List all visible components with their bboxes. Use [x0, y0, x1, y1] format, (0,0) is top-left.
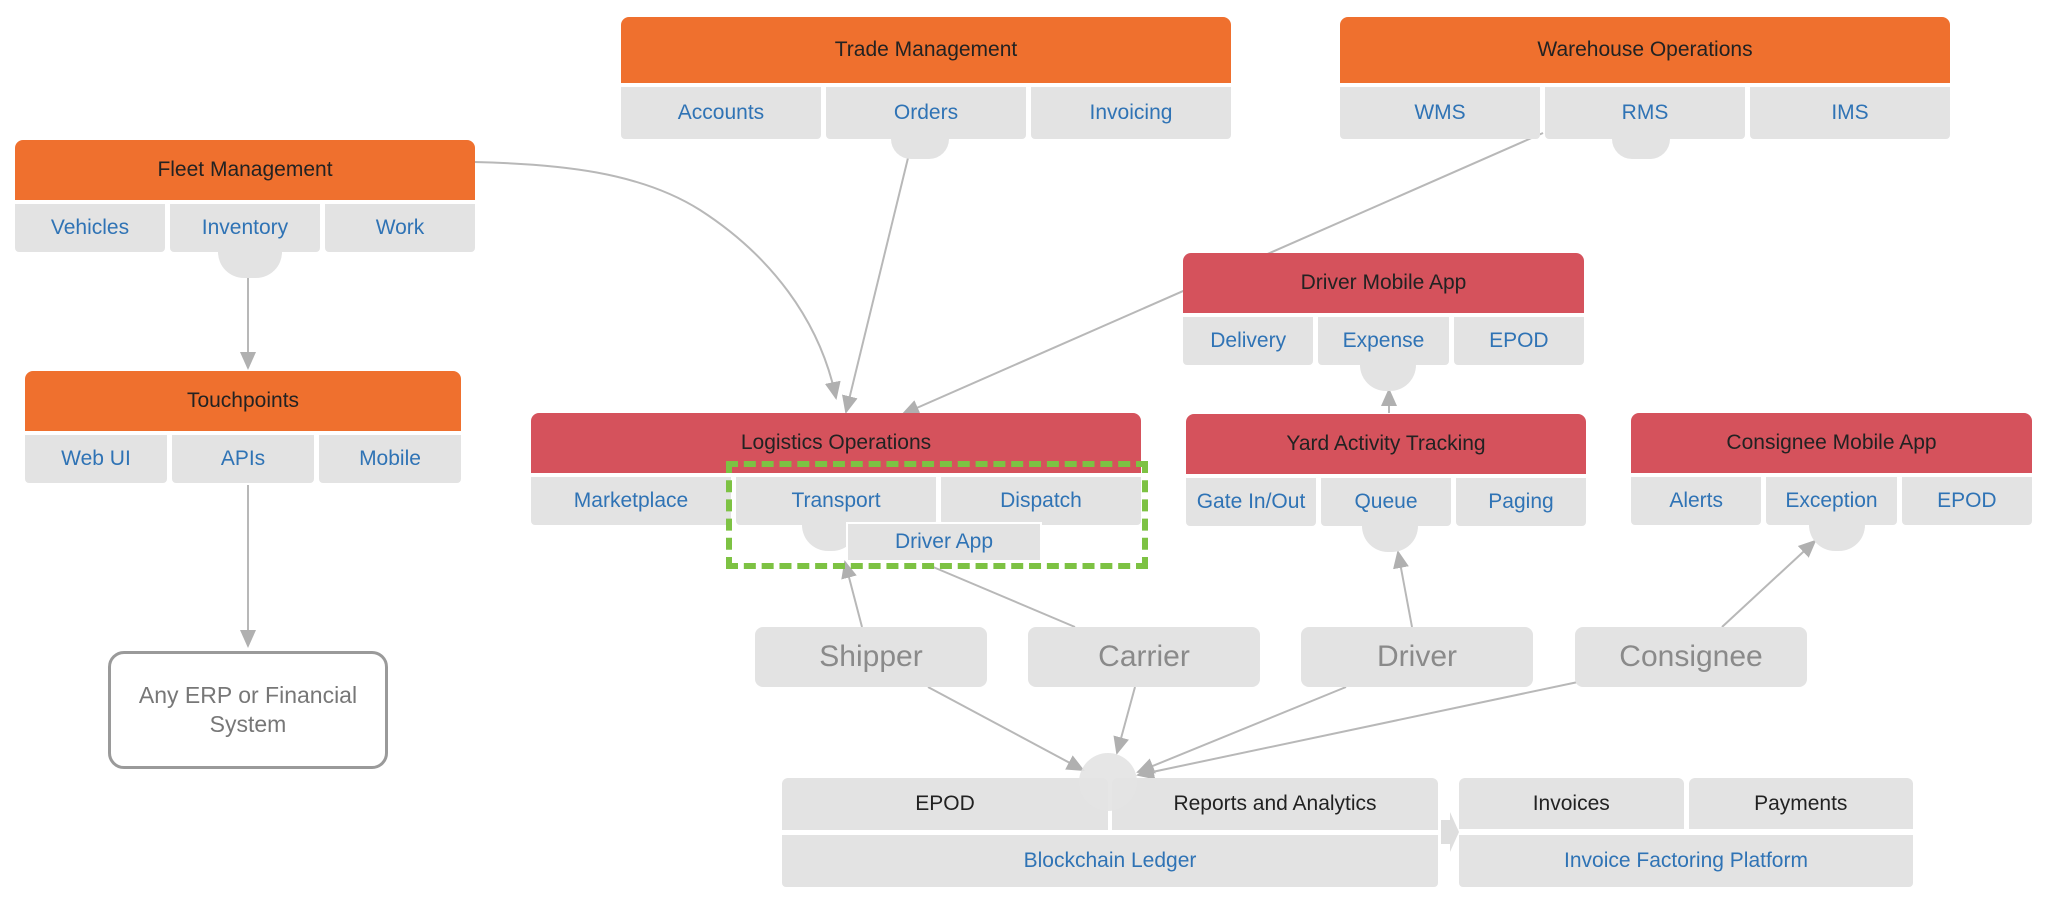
fleet-management-title: Fleet Management — [15, 140, 475, 200]
warehouse-operations-title: Warehouse Operations — [1340, 17, 1950, 83]
consignee-to-ledger-line — [1136, 681, 1579, 780]
consignee-mobile-app-module: Consignee Mobile App Alerts Exception EP… — [1631, 413, 2032, 551]
shipper-to-transport-line — [841, 560, 863, 628]
driver-to-queue-line — [1393, 550, 1413, 628]
trade-management-module: Trade Management Accounts Orders Invoici… — [621, 17, 1231, 159]
shipper-actor[interactable]: Shipper — [755, 627, 987, 687]
driver-mobile-app-module: Driver Mobile App Delivery Expense EPOD — [1183, 253, 1584, 391]
consignee-to-exception-line — [1721, 539, 1817, 628]
consignee-epod-cell[interactable]: EPOD — [1901, 477, 2032, 525]
ims-cell[interactable]: IMS — [1750, 87, 1950, 139]
blockchain-ledger-module: EPOD Reports and Analytics Blockchain Le… — [782, 778, 1438, 887]
erp-system-box: Any ERP or Financial System — [108, 651, 388, 769]
vehicles-cell[interactable]: Vehicles — [15, 204, 165, 252]
invoices-cell[interactable]: Invoices — [1459, 778, 1684, 829]
driver-epod-cell[interactable]: EPOD — [1453, 317, 1584, 365]
invoicing-cell[interactable]: Invoicing — [1031, 87, 1231, 139]
shipper-to-ledger-line — [927, 686, 1085, 771]
orders-cell[interactable]: Orders — [826, 87, 1026, 139]
wms-cell[interactable]: WMS — [1340, 87, 1540, 139]
driver-app-highlight — [726, 461, 1148, 569]
erp-system-label: Any ERP or Financial System — [138, 682, 358, 737]
reports-analytics-cell[interactable]: Reports and Analytics — [1112, 778, 1438, 830]
consignee-mobile-app-title: Consignee Mobile App — [1631, 413, 2032, 473]
trade-connector-tab — [891, 139, 949, 159]
trade-management-title: Trade Management — [621, 17, 1231, 83]
invoice-factoring-base[interactable]: Invoice Factoring Platform — [1459, 835, 1913, 887]
web-ui-cell[interactable]: Web UI — [25, 435, 167, 483]
mobile-cell[interactable]: Mobile — [319, 435, 461, 483]
carrier-actor[interactable]: Carrier — [1028, 627, 1260, 687]
blockchain-ledger-base[interactable]: Blockchain Ledger — [782, 835, 1438, 887]
accounts-cell[interactable]: Accounts — [621, 87, 821, 139]
trade-to-logistics-line — [842, 157, 909, 414]
fleet-management-module: Fleet Management Vehicles Inventory Work — [15, 140, 475, 278]
exception-cell[interactable]: Exception — [1766, 477, 1897, 525]
touchpoints-title: Touchpoints — [25, 371, 461, 431]
apis-cell[interactable]: APIs — [172, 435, 314, 483]
rms-cell[interactable]: RMS — [1545, 87, 1745, 139]
carrier-to-ledger-line — [1113, 686, 1136, 755]
queue-cell[interactable]: Queue — [1321, 478, 1451, 526]
driver-actor[interactable]: Driver — [1301, 627, 1533, 687]
gate-in-out-cell[interactable]: Gate In/Out — [1186, 478, 1316, 526]
ledger-hub — [1079, 753, 1137, 811]
driver-mobile-app-title: Driver Mobile App — [1183, 253, 1584, 313]
warehouse-operations-module: Warehouse Operations WMS RMS IMS — [1340, 17, 1950, 159]
driver-app-cell[interactable]: Driver App — [846, 522, 1042, 562]
consignee-actor[interactable]: Consignee — [1575, 627, 1807, 687]
driver-to-ledger-line — [1136, 686, 1347, 774]
invoice-factoring-module: Invoices Payments Invoice Factoring Plat… — [1459, 778, 1913, 887]
payments-cell[interactable]: Payments — [1688, 778, 1913, 829]
dispatch-cell[interactable]: Dispatch — [941, 477, 1141, 525]
yard-activity-tracking-title: Yard Activity Tracking — [1186, 414, 1586, 474]
transport-cell[interactable]: Transport — [736, 477, 936, 525]
marketplace-cell[interactable]: Marketplace — [531, 477, 731, 525]
alerts-cell[interactable]: Alerts — [1631, 477, 1762, 525]
carrier-to-driver-app-line — [925, 563, 1076, 628]
delivery-cell[interactable]: Delivery — [1183, 317, 1314, 365]
yard-activity-tracking-module: Yard Activity Tracking Gate In/Out Queue… — [1186, 414, 1586, 552]
ledger-to-factoring-arrow — [1441, 812, 1459, 852]
paging-cell[interactable]: Paging — [1456, 478, 1586, 526]
work-cell[interactable]: Work — [325, 204, 475, 252]
touchpoints-module: Touchpoints Web UI APIs Mobile — [25, 371, 461, 483]
expense-cell[interactable]: Expense — [1318, 317, 1449, 365]
warehouse-connector-tab — [1612, 139, 1670, 159]
ledger-epod-cell[interactable]: EPOD — [782, 778, 1108, 830]
inventory-cell[interactable]: Inventory — [170, 204, 320, 252]
fleet-to-logistics-line — [473, 161, 841, 400]
